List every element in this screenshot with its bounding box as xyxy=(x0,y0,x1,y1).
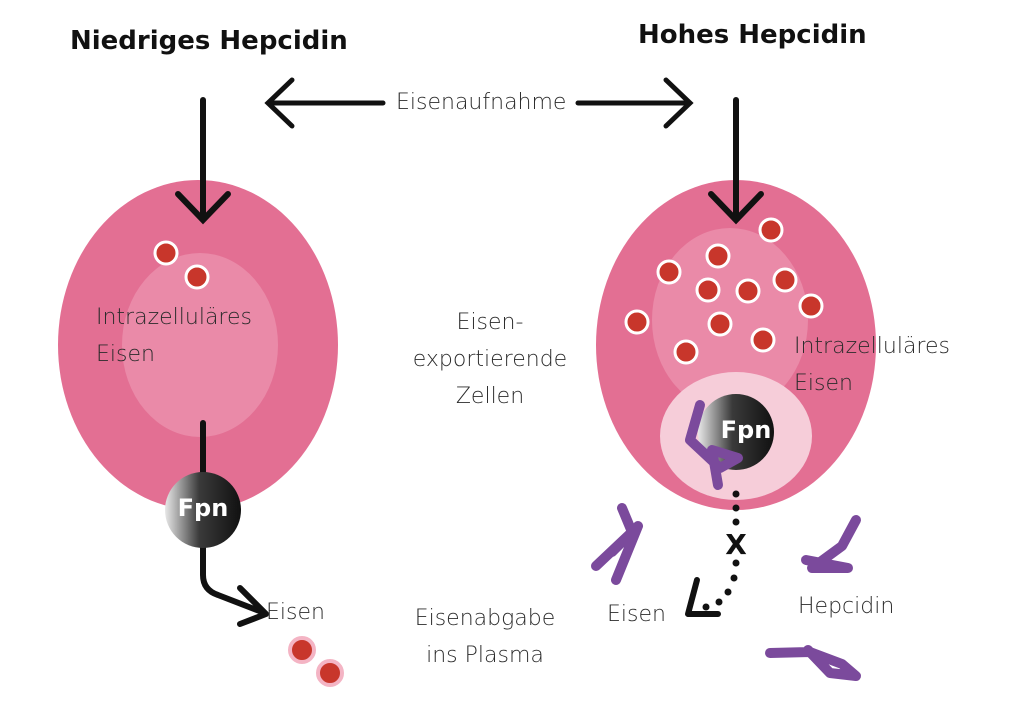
right-fpn-label: Fpn xyxy=(720,416,772,444)
left-cell-nucleus xyxy=(122,253,278,437)
release-label-line1: Eisenabgabe xyxy=(414,606,556,631)
right-iron-dots xyxy=(624,217,824,365)
export-cells-label-line2: exportierende xyxy=(412,347,568,372)
hepcidin-molecules xyxy=(591,503,861,681)
right-iron-arrowhead xyxy=(685,577,721,617)
right-uptake-arrow xyxy=(708,97,764,225)
uptake-label: Eisenaufnahme xyxy=(396,90,567,115)
hepcidin-label: Hepcidin xyxy=(798,594,895,619)
left-uptake-arrow xyxy=(175,97,231,225)
uptake-arrow xyxy=(264,77,694,129)
release-label-line2: ins Plasma xyxy=(426,643,544,668)
export-cells-label-line3: Zellen xyxy=(455,384,525,409)
left-export-arrow xyxy=(200,420,269,627)
left-fpn-label: Fpn xyxy=(177,494,229,522)
left-iron-dots xyxy=(153,240,210,290)
right-intracellular-label-line1: Intrazelluläres xyxy=(794,334,950,359)
right-intracellular-label-line2: Eisen xyxy=(794,371,853,396)
right-title: Hohes Hepcidin xyxy=(638,20,867,50)
left-intracellular-label-line2: Eisen xyxy=(96,342,155,367)
left-fpn-channel xyxy=(165,472,241,548)
blocked-x-mark: X xyxy=(725,528,747,561)
left-title: Niedriges Hepcidin xyxy=(70,26,348,56)
export-cells-label-line1: Eisen- xyxy=(456,310,524,335)
plasma-iron-dots xyxy=(288,636,344,687)
left-intracellular-label-line1: Intrazelluläres xyxy=(96,305,252,330)
left-iron-label: Eisen xyxy=(266,600,325,625)
right-iron-label: Eisen xyxy=(607,602,666,627)
blocked-path xyxy=(702,490,740,611)
bound-hepcidin xyxy=(685,400,743,490)
